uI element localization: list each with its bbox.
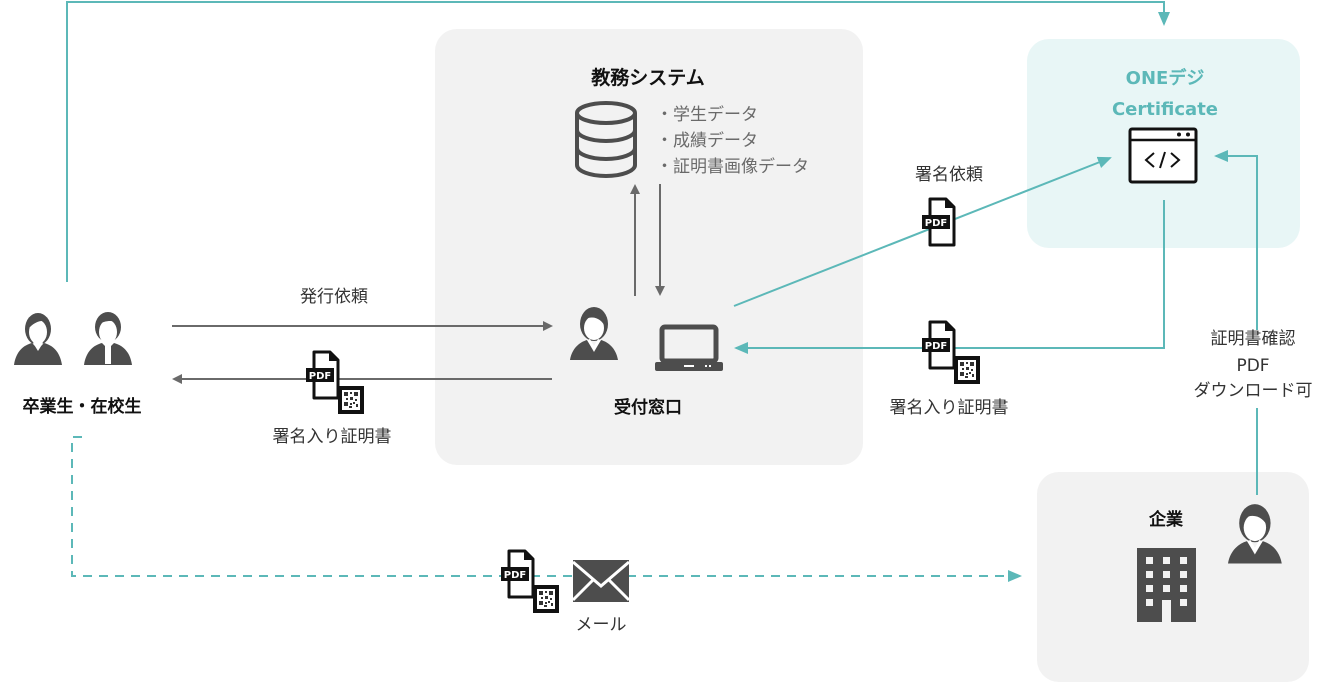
code-window-icon xyxy=(1128,127,1198,184)
onedeji-title: ONEデジ xyxy=(1125,68,1205,89)
signed-pdf-icon: PDF xyxy=(499,549,559,613)
pdf-badge-text: PDF xyxy=(925,218,947,229)
building-icon xyxy=(1137,548,1196,622)
academic-system-panel xyxy=(435,29,863,465)
arrow-mail-dashed xyxy=(71,436,1022,582)
mail-label: メール xyxy=(575,615,627,635)
verify-label-line2: PDF xyxy=(1236,356,1270,376)
academic-system-title: 教務システム xyxy=(591,67,705,89)
reception-label: 受付窓口 xyxy=(614,398,682,418)
qr-code-icon xyxy=(533,585,559,613)
verify-label-line3: ダウンロード可 xyxy=(1193,381,1313,401)
mail-envelope-icon xyxy=(571,560,631,602)
pdf-document-icon: PDF xyxy=(920,197,956,247)
onedeji-subtitle: Certificate xyxy=(1111,99,1219,120)
arrow-sign-request xyxy=(733,156,1112,307)
company-person-icon xyxy=(1228,504,1282,564)
signed-cert-onedeji-label: 署名入り証明書 xyxy=(889,398,1009,418)
issue-request-label: 発行依頼 xyxy=(300,287,368,307)
students-label: 卒業生・在校生 xyxy=(22,397,142,417)
signed-pdf-icon: PDF xyxy=(304,350,364,414)
data-item-student: ・学生データ xyxy=(656,105,758,125)
arrow-company-verify xyxy=(1214,150,1258,330)
company-label: 企業 xyxy=(1149,510,1183,530)
student-male-icon xyxy=(84,312,132,365)
data-item-grades: ・成績データ xyxy=(656,131,758,151)
staff-person-icon xyxy=(570,307,618,360)
arrow-students-to-onedeji xyxy=(66,1,1170,282)
data-item-cert-images: ・証明書画像データ xyxy=(656,157,809,177)
students-icon xyxy=(14,312,132,365)
verify-label-line1: 証明書確認 xyxy=(1210,329,1296,349)
sign-request-label: 署名依頼 xyxy=(915,165,983,185)
laptop-icon xyxy=(655,324,723,371)
qr-code-icon xyxy=(954,356,980,384)
signed-pdf-icon: PDF xyxy=(920,320,980,384)
signed-cert-students-label: 署名入り証明書 xyxy=(272,427,392,447)
qr-code-icon xyxy=(338,386,364,414)
arrow-signed-cert-to-reception xyxy=(734,200,1165,354)
pdf-badge-text: PDF xyxy=(309,371,331,382)
pdf-badge-text: PDF xyxy=(504,570,526,581)
database-icon xyxy=(575,101,637,179)
pdf-badge-text: PDF xyxy=(925,341,947,352)
